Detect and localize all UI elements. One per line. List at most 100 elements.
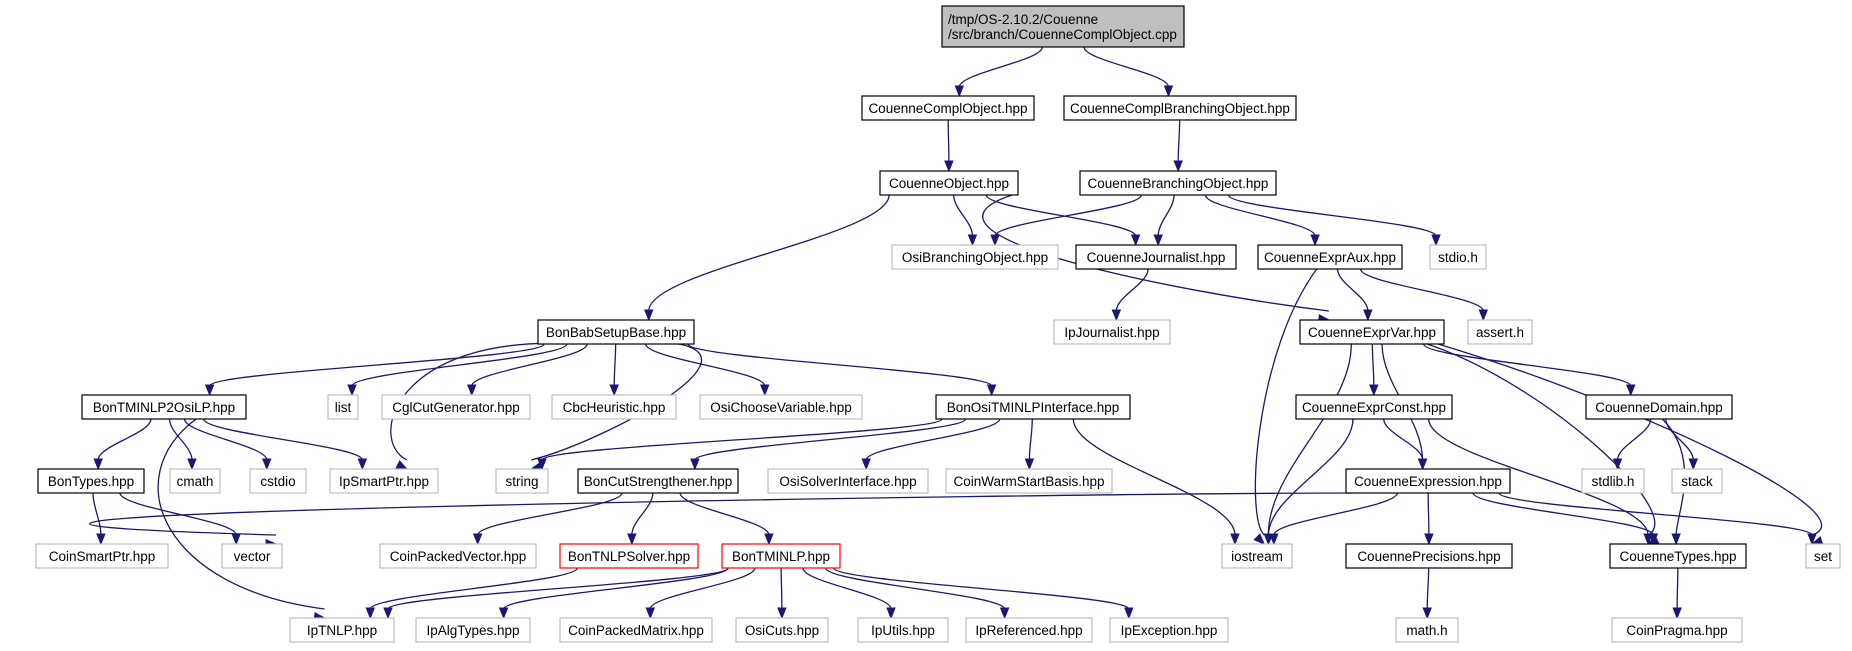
arrowhead bbox=[1269, 533, 1279, 546]
node-cut-strength[interactable]: BonCutStrengthener.hpp bbox=[577, 468, 739, 494]
node-box bbox=[381, 394, 531, 420]
node-compl-branch-hpp[interactable]: CouenneComplBranchingObject.hpp bbox=[1063, 95, 1297, 121]
edge-branching_obj_hpp-to-osi_branching bbox=[990, 194, 1143, 247]
arrowhead bbox=[1671, 533, 1681, 546]
node-box bbox=[1467, 319, 1533, 345]
arrowhead bbox=[365, 607, 375, 620]
node-label: BonTypes.hpp bbox=[48, 474, 134, 489]
node-string: string bbox=[495, 468, 549, 494]
node-label: CouennePrecisions.hpp bbox=[1357, 549, 1500, 564]
node-label: assert.h bbox=[1476, 325, 1524, 340]
node-tnlp-solver[interactable]: BonTNLPSolver.hpp bbox=[559, 543, 699, 569]
node-label: stack bbox=[1681, 474, 1713, 489]
node-journalist[interactable]: CouenneJournalist.hpp bbox=[1075, 244, 1237, 270]
node-label: stdio.h bbox=[1438, 250, 1478, 265]
arrowhead bbox=[1424, 533, 1434, 546]
node-osi-choose: OsiChooseVariable.hpp bbox=[699, 394, 863, 420]
node-ip-alg-types: IpAlgTypes.hpp bbox=[415, 617, 531, 643]
arrowhead bbox=[204, 384, 215, 397]
node-expression[interactable]: CouenneExpression.hpp bbox=[1345, 468, 1511, 494]
node-label: CouenneTypes.hpp bbox=[1619, 549, 1736, 564]
edge-tminlp2osilp-to-cmath bbox=[168, 418, 197, 471]
edge-branching_obj_hpp-to-expr_aux bbox=[1204, 194, 1320, 247]
node-osi-tminlp-iface[interactable]: BonOsiTMINLPInterface.hpp bbox=[935, 394, 1131, 420]
edge-osi_tminlp_iface-to-iostream bbox=[1072, 418, 1240, 546]
node-box bbox=[879, 170, 1019, 196]
node-label: IpAlgTypes.hpp bbox=[426, 623, 519, 638]
node-box bbox=[935, 394, 1131, 420]
edge-tminlp2osilp-to-cstdio bbox=[183, 418, 272, 471]
arrowhead bbox=[1363, 309, 1373, 322]
node-label: /tmp/OS-2.10.2/Couenne bbox=[948, 12, 1098, 27]
arrowhead bbox=[990, 234, 1000, 247]
node-compl-obj-hpp[interactable]: CouenneComplObject.hpp bbox=[861, 95, 1035, 121]
node-label: CouenneExprAux.hpp bbox=[1264, 250, 1396, 265]
edge-bab_setup-to-cgl_cut bbox=[467, 343, 588, 397]
edge-precisions-to-math_h bbox=[1422, 567, 1432, 620]
node-set: set bbox=[1805, 543, 1841, 569]
node-box bbox=[1075, 244, 1237, 270]
node-label: CoinWarmStartBasis.hpp bbox=[953, 474, 1104, 489]
node-box bbox=[1345, 543, 1513, 569]
edge-bab_setup-to-tminlp2osilp bbox=[204, 343, 545, 397]
node-label: CglCutGenerator.hpp bbox=[392, 400, 520, 415]
node-box bbox=[35, 543, 169, 569]
node-bab-setup[interactable]: BonBabSetupBase.hpp bbox=[537, 319, 695, 345]
edge-cut_strength-to-tnlp_solver bbox=[627, 492, 654, 546]
node-box bbox=[1257, 244, 1403, 270]
arrowhead bbox=[537, 458, 547, 471]
node-expr-aux[interactable]: CouenneExprAux.hpp bbox=[1257, 244, 1403, 270]
arrowhead bbox=[644, 309, 654, 322]
node-box bbox=[1221, 543, 1293, 569]
node-coin-warm: CoinWarmStartBasis.hpp bbox=[945, 468, 1113, 494]
node-box bbox=[1611, 617, 1743, 643]
node-tminlp[interactable]: BonTMINLP.hpp bbox=[721, 543, 841, 569]
node-box bbox=[329, 468, 439, 494]
node-box bbox=[945, 468, 1113, 494]
node-couenne-types[interactable]: CouenneTypes.hpp bbox=[1609, 543, 1747, 569]
edge-tminlp-to-ip_alg_types bbox=[498, 567, 729, 620]
arrowhead bbox=[861, 458, 871, 471]
edge-compl_obj_hpp-to-object_hpp bbox=[944, 119, 954, 173]
edge-object_hpp-to-journalist bbox=[985, 194, 1141, 247]
node-box bbox=[1063, 95, 1297, 121]
node-box bbox=[1345, 468, 1511, 494]
edge-osi_tminlp_iface-to-string bbox=[537, 418, 943, 471]
edge-tminlp-to-osi_cuts bbox=[777, 567, 787, 620]
node-cbc-heur: CbcHeuristic.hpp bbox=[551, 394, 677, 420]
edge-tnlp_solver-to-ip_tnlp bbox=[365, 567, 578, 620]
node-expr-var[interactable]: CouenneExprVar.hpp bbox=[1299, 319, 1445, 345]
node-box bbox=[1299, 319, 1445, 345]
arrowhead bbox=[1612, 458, 1623, 471]
node-label: IpTNLP.hpp bbox=[307, 623, 377, 638]
node-ip-smartptr: IpSmartPtr.hpp bbox=[329, 468, 439, 494]
node-tminlp2osilp[interactable]: BonTMINLP2OsiLP.hpp bbox=[81, 394, 247, 420]
edge-journalist-to-ip_journalist bbox=[1111, 268, 1149, 322]
node-label: CouenneDomain.hpp bbox=[1595, 400, 1723, 415]
node-box bbox=[1429, 244, 1487, 270]
arrowhead bbox=[944, 160, 954, 173]
node-expr-const[interactable]: CouenneExprConst.hpp bbox=[1295, 394, 1453, 420]
node-branching-obj-hpp[interactable]: CouenneBranchingObject.hpp bbox=[1079, 170, 1277, 196]
node-box bbox=[249, 468, 307, 494]
edge-bab_setup-to-list bbox=[347, 343, 568, 397]
node-bon-types[interactable]: BonTypes.hpp bbox=[37, 468, 145, 494]
edge-tminlp2osilp-to-bon_types bbox=[93, 418, 152, 471]
node-label: BonCutStrengthener.hpp bbox=[584, 474, 733, 489]
node-object-hpp[interactable]: CouenneObject.hpp bbox=[879, 170, 1019, 196]
node-label: cmath bbox=[177, 474, 214, 489]
edge-tminlp2osilp-to-ip_tnlp bbox=[157, 418, 326, 622]
node-label: OsiCuts.hpp bbox=[745, 623, 819, 638]
node-precisions[interactable]: CouennePrecisions.hpp bbox=[1345, 543, 1513, 569]
arrowhead bbox=[1807, 533, 1817, 546]
node-domain[interactable]: CouenneDomain.hpp bbox=[1585, 394, 1733, 420]
node-label: BonOsiTMINLPInterface.hpp bbox=[947, 400, 1120, 415]
node-label: CouenneObject.hpp bbox=[889, 176, 1009, 191]
node-box bbox=[415, 617, 531, 643]
edge-bon_types-to-vector bbox=[119, 492, 241, 546]
node-root[interactable]: /tmp/OS-2.10.2/Couenne/src/branch/Couenn… bbox=[941, 5, 1185, 48]
node-label: IpSmartPtr.hpp bbox=[339, 474, 429, 489]
node-osi-branching: OsiBranchingObject.hpp bbox=[891, 244, 1059, 270]
arrowhead bbox=[1173, 160, 1183, 173]
node-stack: stack bbox=[1671, 468, 1723, 494]
